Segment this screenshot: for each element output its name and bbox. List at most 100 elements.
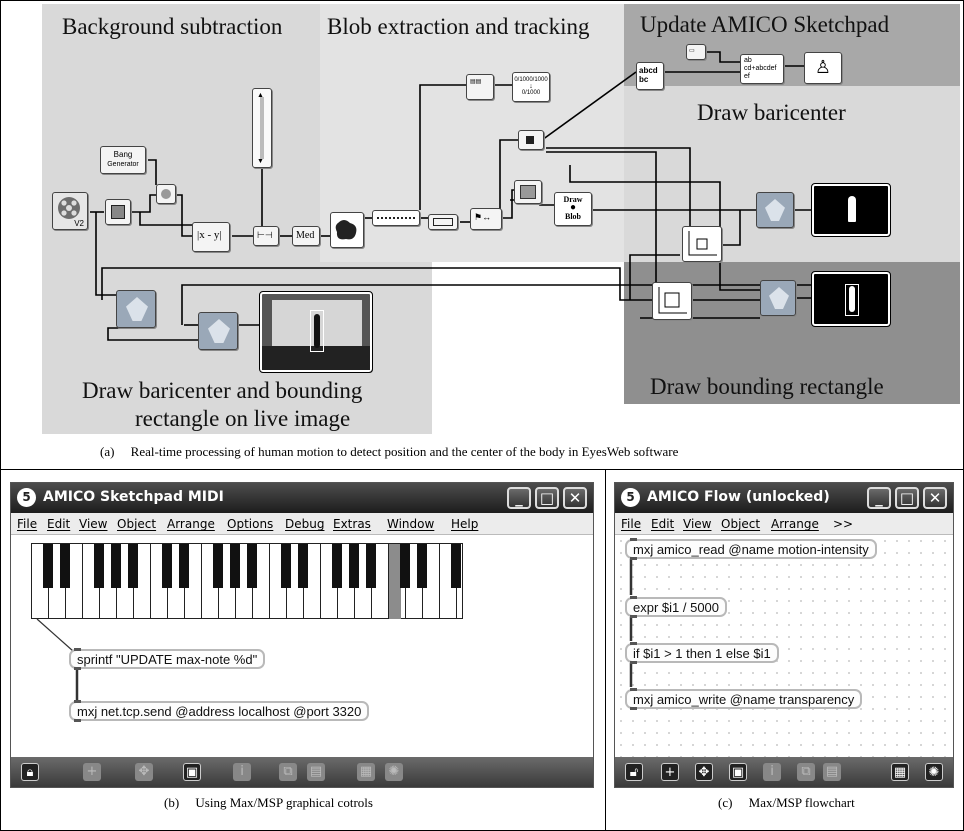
- presentation-icon[interactable]: ▣: [729, 763, 747, 781]
- concat-label-1: ab: [744, 57, 752, 64]
- wire: [148, 159, 157, 185]
- move-icon[interactable]: ✥: [695, 763, 713, 781]
- patcher-canvas[interactable]: sprintf "UPDATE max-note %d" mxj net.tcp…: [11, 535, 593, 757]
- lock-icon[interactable]: 🔒︎: [21, 763, 39, 781]
- video-source-block[interactable]: V2: [52, 192, 88, 230]
- menu-object[interactable]: Object: [117, 517, 157, 531]
- maximize-button[interactable]: □: [895, 487, 919, 509]
- maximize-button[interactable]: □: [535, 487, 559, 509]
- menu-overflow[interactable]: >>: [833, 517, 854, 531]
- string-concat-block[interactable]: ab cd+abcdef ef: [740, 54, 784, 84]
- overlay-block-baricenter[interactable]: [756, 192, 794, 228]
- patch-cords: [629, 559, 633, 687]
- caption-c: (c) Max/MSP flowchart: [718, 795, 855, 810]
- panel-b-frame: [0, 470, 606, 831]
- draw-blob-label-2: Blob: [564, 212, 581, 221]
- expr-object[interactable]: expr $i1 / 5000: [625, 596, 728, 618]
- menu-debug[interactable]: Debug: [285, 517, 325, 531]
- paste-icon[interactable]: ▤: [307, 763, 325, 781]
- menu-extras[interactable]: Extras: [333, 517, 371, 531]
- subtract-block[interactable]: |x - y|: [192, 222, 230, 252]
- menu-arrange[interactable]: Arrange: [771, 517, 819, 531]
- amico-read-object[interactable]: mxj amico_read @name motion-intensity: [625, 538, 877, 560]
- menu-options[interactable]: Options: [227, 517, 274, 531]
- joystick-icon: ♙: [814, 57, 832, 77]
- title-bar[interactable]: 5 AMICO Sketchpad MIDI _ □ ✕: [11, 483, 593, 513]
- presentation-icon[interactable]: ▣: [183, 763, 201, 781]
- sprintf-object[interactable]: sprintf "UPDATE max-note %d": [69, 648, 266, 670]
- menu-edit[interactable]: Edit: [651, 517, 675, 531]
- menu-edit[interactable]: Edit: [47, 517, 71, 531]
- piano-keyboard[interactable]: [31, 543, 463, 619]
- range-block[interactable]: 0/1000/1000 ↓ 0/1000: [512, 72, 550, 102]
- label-draw-baricenter-live-2: rectangle on live image: [135, 406, 351, 431]
- draw-blob-block[interactable]: Draw ● Blob: [554, 192, 592, 226]
- baricenter-calc-block[interactable]: [518, 130, 544, 150]
- menu-file[interactable]: File: [621, 517, 642, 531]
- concat-label-3: ef: [744, 73, 750, 80]
- label-background-subtraction: Background subtraction: [62, 14, 283, 39]
- number-box-block[interactable]: ▭: [686, 44, 706, 60]
- grid-icon[interactable]: ▦: [891, 763, 909, 781]
- bottom-toolbar: 🔓︎ + ✥ ▣ i ⧉ ▤ ▦ ✺: [615, 757, 953, 787]
- overlay-block-live-1[interactable]: [116, 290, 156, 328]
- move-icon[interactable]: ✥: [135, 763, 153, 781]
- menu-object[interactable]: Object: [721, 517, 761, 531]
- overlay-block-live-2[interactable]: [198, 312, 238, 350]
- bounding-output-display: [811, 271, 891, 327]
- string-format-block[interactable]: abcd bc: [636, 62, 664, 90]
- overlay-block-bounding[interactable]: [760, 280, 796, 316]
- draw-blob-label-1: Draw: [563, 195, 583, 204]
- threshold-slider-block[interactable]: ▲▼: [252, 88, 272, 168]
- menu-view[interactable]: View: [683, 517, 712, 531]
- blob-extract-block[interactable]: [372, 210, 420, 226]
- list-display-block[interactable]: ▤▤: [466, 74, 494, 100]
- minimize-button[interactable]: _: [507, 487, 531, 509]
- paste-icon[interactable]: ▤: [823, 763, 841, 781]
- new-object-icon[interactable]: +: [661, 763, 679, 781]
- copy-icon[interactable]: ⧉: [279, 763, 297, 781]
- wire: [419, 84, 466, 210]
- draw-baricenter-plot-block[interactable]: [682, 226, 722, 262]
- info-icon[interactable]: i: [233, 763, 251, 781]
- info-icon[interactable]: i: [763, 763, 781, 781]
- patcher-canvas[interactable]: mxj amico_read @name motion-intensity ex…: [615, 535, 953, 757]
- blob-tracking-block[interactable]: ⚑↔: [470, 208, 502, 230]
- grid-icon[interactable]: ▦: [357, 763, 375, 781]
- snap-icon[interactable]: ✺: [925, 763, 943, 781]
- copy-icon[interactable]: ⧉: [797, 763, 815, 781]
- close-button[interactable]: ✕: [923, 487, 947, 509]
- blob-icon: [335, 220, 357, 240]
- title-bar[interactable]: 5 AMICO Flow (unlocked) _ □ ✕: [615, 483, 953, 513]
- tcp-send-object[interactable]: mxj net.tcp.send @address localhost @por…: [69, 700, 370, 722]
- menu-bar: File Edit View Object Arrange >>: [615, 513, 953, 535]
- wire: [704, 51, 740, 63]
- menu-help[interactable]: Help: [451, 517, 479, 531]
- threshold-block[interactable]: ⊢⊣: [253, 226, 279, 246]
- blob-image-block[interactable]: [330, 212, 364, 248]
- max-app-icon: 5: [17, 488, 36, 507]
- menu-file[interactable]: File: [17, 517, 38, 531]
- snap-icon[interactable]: ✺: [385, 763, 403, 781]
- display-frame-block[interactable]: [514, 180, 542, 204]
- new-object-icon[interactable]: +: [83, 763, 101, 781]
- window-sketchpad-midi: 5 AMICO Sketchpad MIDI _ □ ✕ File Edit V…: [10, 482, 594, 788]
- draw-bounding-plot-block[interactable]: [652, 282, 692, 320]
- region-draw-baricenter: [624, 86, 960, 262]
- blob-features-block[interactable]: [428, 214, 458, 230]
- menu-arrange[interactable]: Arrange: [167, 517, 215, 531]
- label-update-sketchpad: Update AMICO Sketchpad: [640, 12, 890, 37]
- frame-grabber-block[interactable]: [105, 199, 131, 225]
- amico-write-object[interactable]: mxj amico_write @name transparency: [625, 688, 863, 710]
- wire: [139, 212, 194, 226]
- menu-view[interactable]: View: [79, 517, 108, 531]
- bang-generator-block[interactable]: Bang Generator: [100, 146, 146, 174]
- if-object[interactable]: if $i1 > 1 then 1 else $i1: [625, 642, 779, 664]
- menu-window[interactable]: Window: [387, 517, 435, 531]
- network-output-block[interactable]: ♙: [804, 52, 842, 84]
- minimize-button[interactable]: _: [867, 487, 891, 509]
- bg-store-block[interactable]: [156, 184, 176, 204]
- unlock-icon[interactable]: 🔓︎: [625, 763, 643, 781]
- close-button[interactable]: ✕: [563, 487, 587, 509]
- median-filter-block[interactable]: Med: [292, 226, 320, 246]
